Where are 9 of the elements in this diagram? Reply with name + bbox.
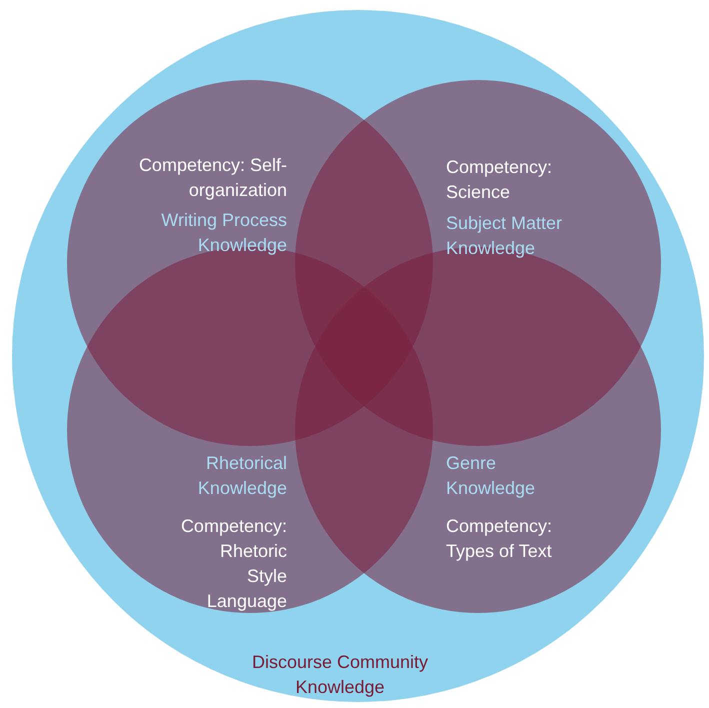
circle-label: Competency: Self-organization	[138, 154, 287, 202]
circle-label: Subject Matter Knowledge	[446, 212, 564, 260]
circle-label: Rhetorical Knowledge	[196, 452, 287, 500]
circle-label: Discourse Community Knowledge	[250, 651, 430, 699]
circle-label: Writing Process Knowledge	[160, 209, 287, 257]
circle-label: Genre Knowledge	[446, 452, 536, 500]
circle-label: Competency: Rhetoric Style Language	[180, 515, 287, 613]
circle-label: Competency: Types of Text	[446, 515, 554, 563]
circle-label: Competency: Science	[446, 156, 554, 204]
